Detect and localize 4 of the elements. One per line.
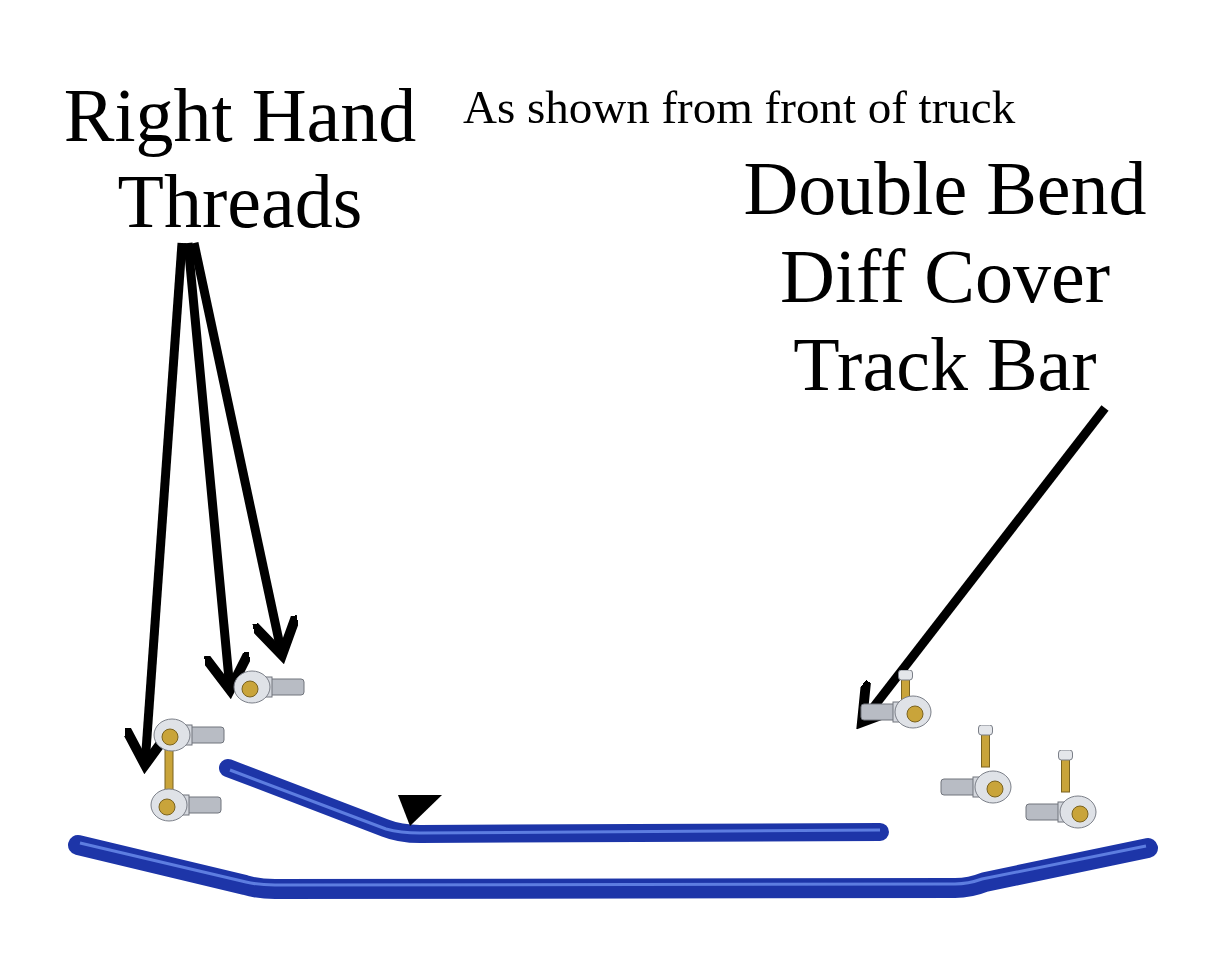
callout-text: Double Bend Diff Cover Track Bar [742, 145, 1148, 408]
note-text: As shown from front of truck [463, 80, 1016, 135]
arrow [857, 405, 1109, 727]
callout-text: Right Hand Threads [62, 72, 418, 244]
